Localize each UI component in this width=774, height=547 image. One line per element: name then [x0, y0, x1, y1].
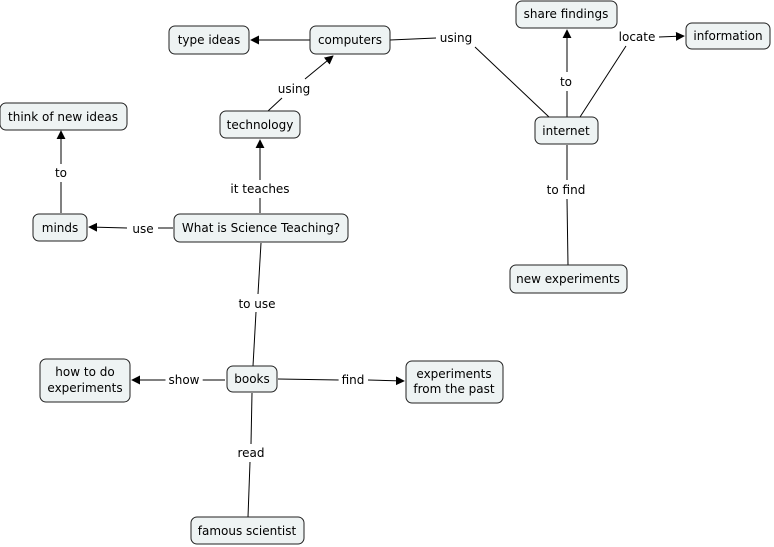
link-label-it-teaches: it teaches: [230, 182, 289, 196]
concept-label-line-1: how to do: [55, 365, 114, 379]
edge-locate-to-information: [658, 31, 685, 41]
concept-label: books: [234, 372, 270, 386]
concept-label: information: [693, 29, 762, 43]
concept-how-to-do-experiments[interactable]: how to do experiments: [39, 358, 131, 403]
link-label-read: read: [237, 446, 264, 460]
edge-technology-to-using: [267, 97, 283, 112]
concept-label-line-2: from the past: [413, 382, 494, 396]
edge-internet-to-locate: [579, 45, 627, 118]
link-label-background: [436, 30, 476, 46]
edge-to-use-to-books: [252, 311, 257, 367]
concept-label: minds: [42, 221, 79, 235]
link-label-use: use: [132, 222, 153, 236]
concept-label: internet: [542, 124, 590, 138]
edge-to-find-to-new-experiments: [566, 198, 569, 266]
link-label-show: show: [168, 373, 199, 387]
concept-label: computers: [318, 33, 382, 47]
concept-label-line-2: experiments: [47, 381, 122, 395]
concept-minds[interactable]: minds: [32, 213, 88, 242]
concept-box: [219, 110, 301, 139]
link-label-background: [274, 81, 314, 97]
link-label-background: [234, 445, 268, 461]
edge-books-to-find: [277, 378, 340, 381]
edge-computers-to-using: [389, 37, 437, 41]
concept-box: [32, 213, 88, 242]
concept-box: [685, 22, 771, 50]
concept-famous-scientist[interactable]: famous scientist: [190, 516, 305, 545]
edge-using-to-computers: [304, 55, 334, 80]
concept-box: [168, 25, 250, 55]
link-label-find: find: [342, 373, 365, 387]
concept-label-line-1: experiments: [416, 367, 491, 381]
concept-internet[interactable]: internet: [534, 116, 599, 145]
edge-use-to-minds: [88, 222, 128, 232]
link-label-background: [227, 181, 293, 197]
concept-box: [534, 116, 599, 145]
edge-find-to-experiments-past: [367, 376, 405, 386]
concept-box: [509, 264, 628, 294]
concept-box: [515, 0, 618, 29]
concept-what-is-science-teaching[interactable]: What is Science Teaching?: [173, 213, 349, 243]
link-labels: it teaches using using to locate to find…: [51, 29, 659, 461]
edge-main-to-to-use: [257, 242, 262, 295]
concept-box: [405, 360, 504, 404]
concept-computers[interactable]: computers: [309, 25, 391, 55]
concept-books[interactable]: books: [226, 365, 278, 393]
concept-technology[interactable]: technology: [219, 110, 301, 139]
concept-label: share findings: [524, 7, 609, 21]
link-label-locate: locate: [619, 30, 656, 44]
concept-information[interactable]: information: [685, 22, 771, 50]
concept-box: [0, 102, 128, 131]
link-label-to-use: to use: [238, 297, 275, 311]
edge-books-to-read: [250, 392, 253, 445]
link-label-to-find: to find: [547, 183, 586, 197]
link-label-background: [556, 74, 576, 90]
connections: [56, 29, 685, 518]
concept-label: famous scientist: [198, 524, 297, 538]
link-label-background: [165, 372, 203, 388]
link-label-background: [51, 165, 71, 181]
link-label-to-share: to: [560, 75, 572, 89]
concept-think-of-new-ideas[interactable]: think of new ideas: [0, 102, 128, 131]
concept-label: new experiments: [516, 272, 620, 286]
link-label-using-technology: using: [278, 82, 310, 96]
concept-label: What is Science Teaching?: [182, 221, 340, 235]
concept-type-ideas[interactable]: type ideas: [168, 25, 250, 55]
link-label-background: [338, 372, 368, 388]
link-label-background: [129, 221, 157, 237]
concept-box: [309, 25, 391, 55]
concept-share-findings[interactable]: share findings: [515, 0, 618, 29]
link-label-background: [235, 296, 279, 312]
link-label-to-minds: to: [55, 166, 67, 180]
concept-experiments-from-the-past[interactable]: experiments from the past: [405, 360, 504, 404]
concept-label: technology: [227, 118, 294, 132]
edge-read-to-famous-scientist: [247, 461, 251, 518]
concept-box: [39, 358, 131, 403]
link-label-background: [543, 182, 589, 198]
concept-new-experiments[interactable]: new experiments: [509, 264, 628, 294]
concept-label: think of new ideas: [8, 110, 118, 124]
link-label-background: [615, 29, 659, 45]
concept-box: [173, 213, 349, 243]
link-label-using-computers: using: [440, 31, 472, 45]
concept-box: [190, 516, 305, 545]
concept-box: [226, 365, 278, 393]
edge-using-to-internet: [474, 46, 550, 118]
concept-label: type ideas: [178, 33, 241, 47]
